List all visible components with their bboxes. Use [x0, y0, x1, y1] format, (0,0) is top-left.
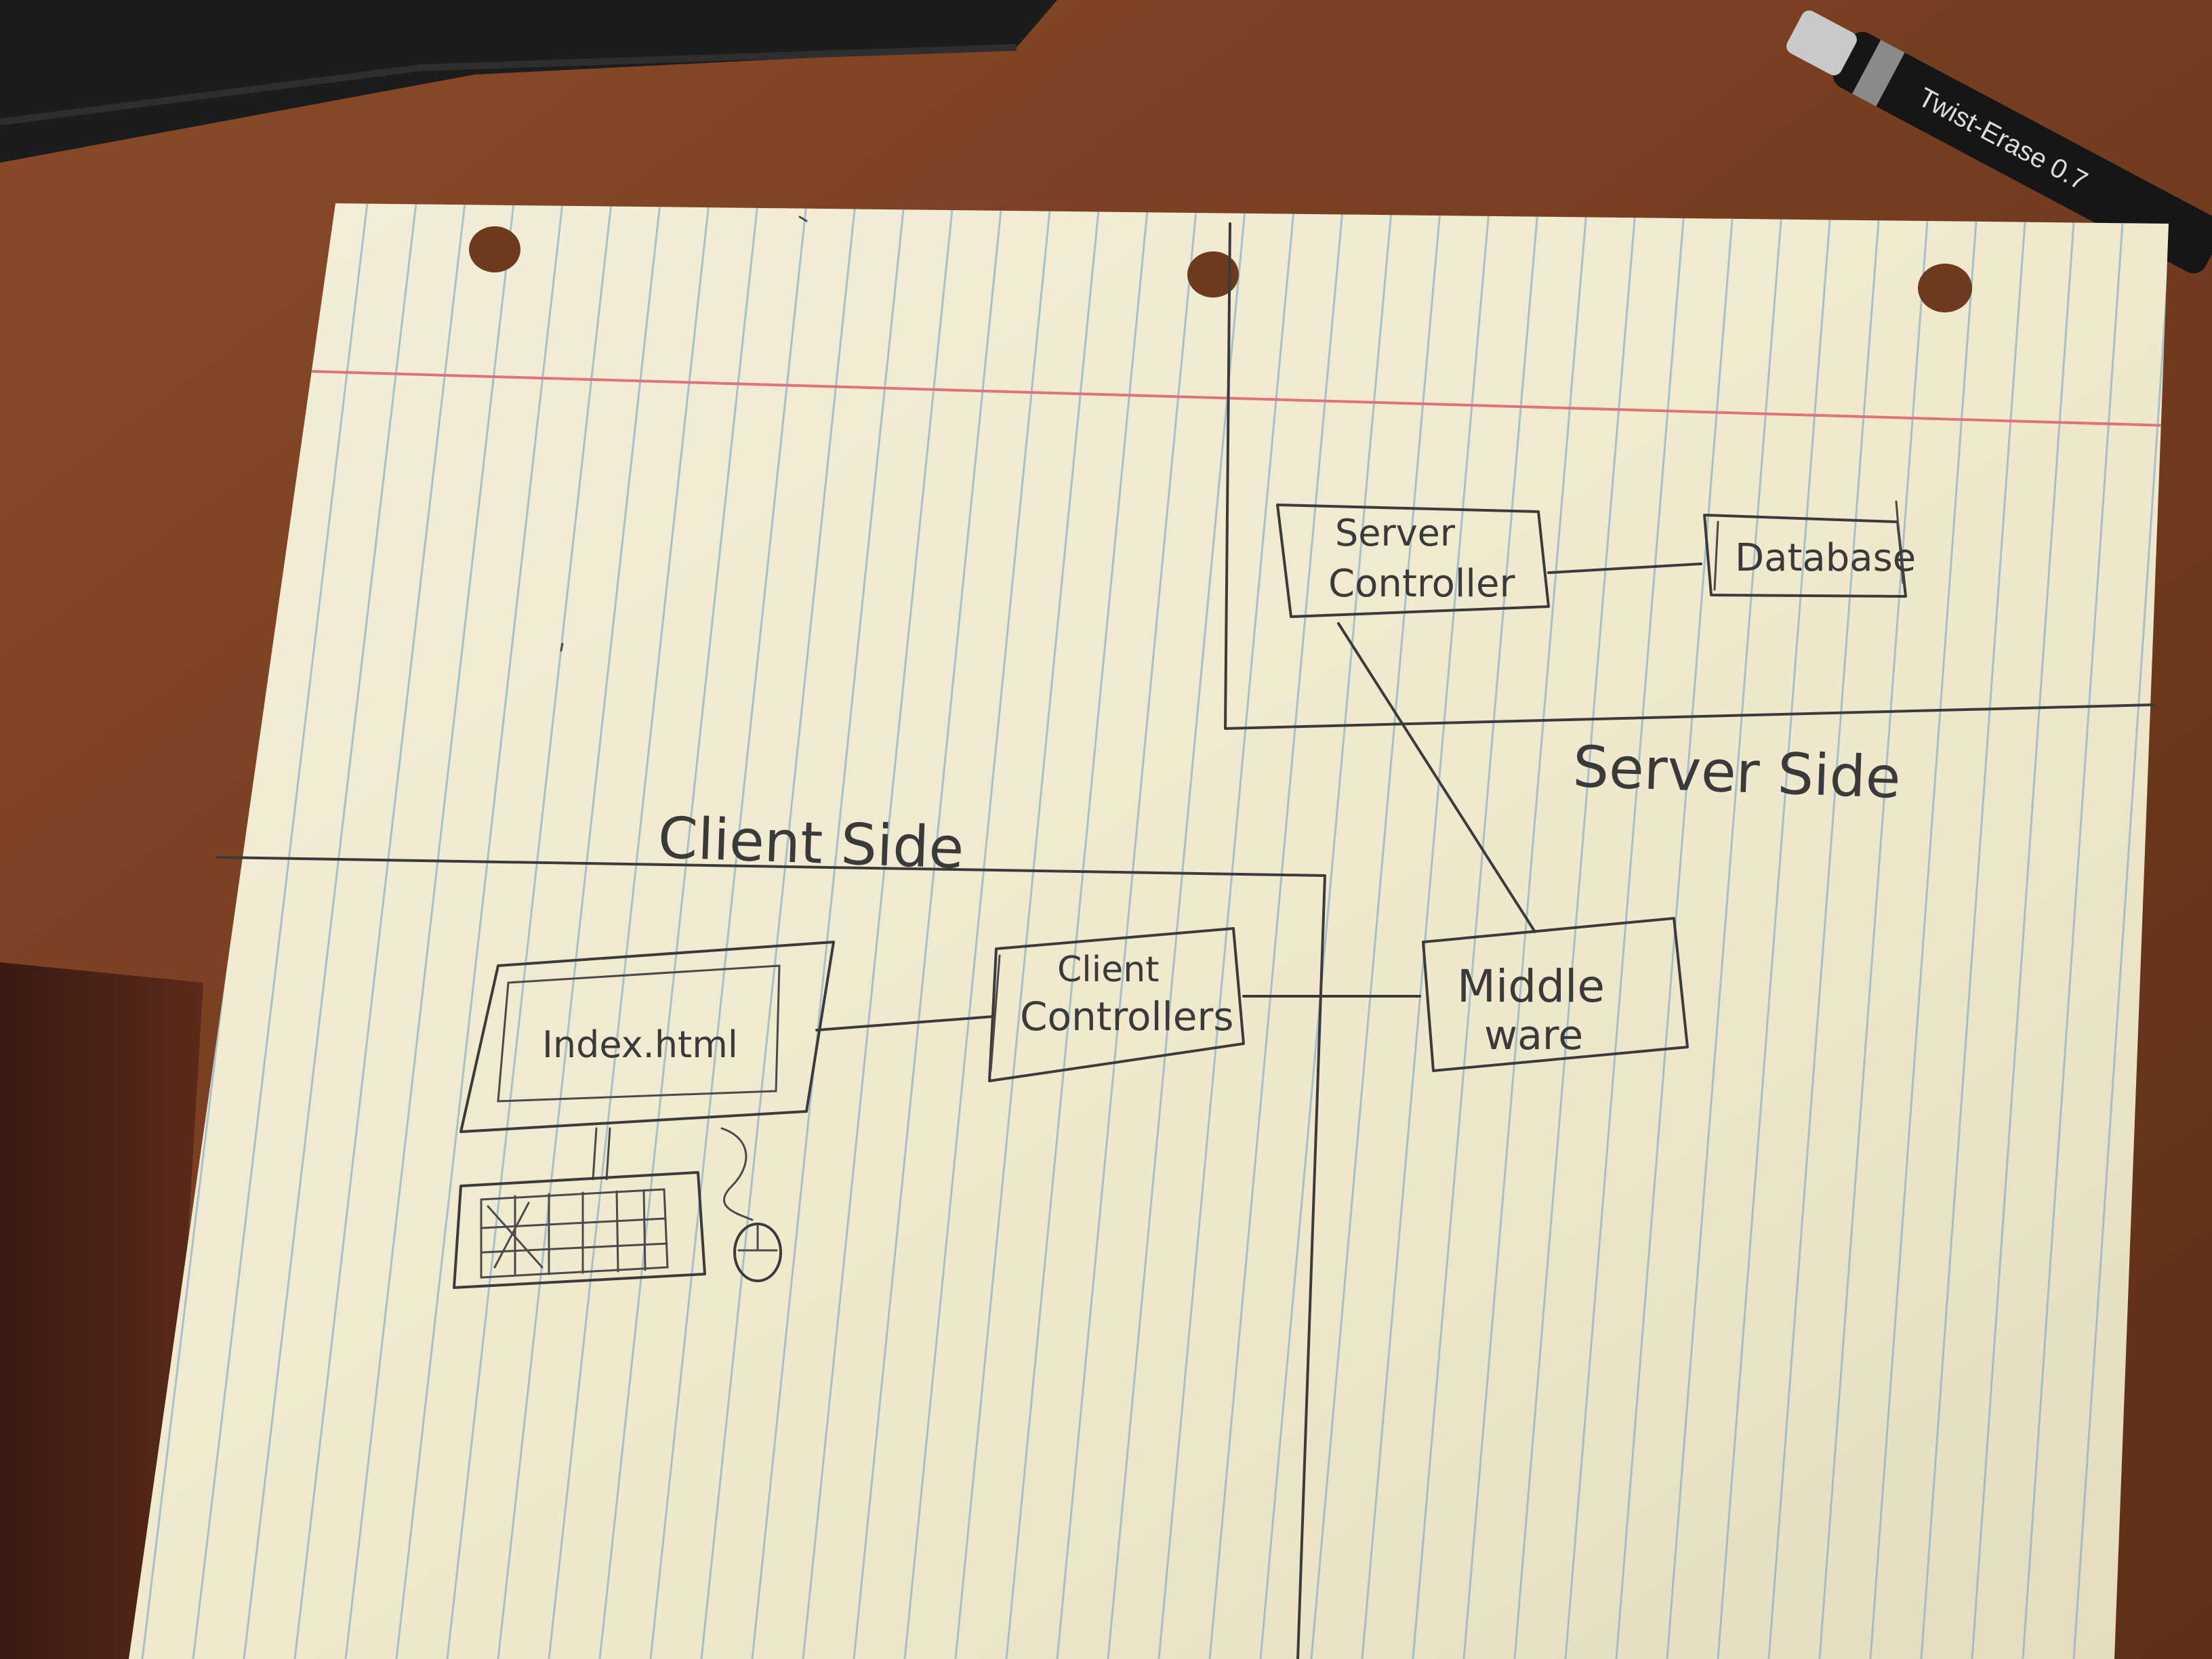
- ruled-line: [1818, 203, 1930, 1659]
- ruled-line: [954, 203, 1101, 1659]
- middleware-label-line2: ware: [1484, 1012, 1583, 1059]
- client-region-boundary: [216, 856, 1326, 1659]
- stray-mark: [560, 642, 564, 652]
- wood-trim: [0, 962, 203, 1659]
- server-controller-node: Server Controller: [1276, 504, 1550, 618]
- server-controller-label-line1: Server: [1335, 512, 1456, 554]
- client-controllers-label-line2: Controllers: [1020, 994, 1234, 1040]
- ruled-line: [598, 203, 759, 1659]
- ruled-line: [1717, 203, 1832, 1659]
- ruled-line: [2072, 203, 2169, 1659]
- client-region-label: Client Side: [657, 804, 965, 882]
- middleware-node: Middle ware: [1422, 917, 1689, 1072]
- ruled-line: [903, 203, 1052, 1659]
- ruled-line: [1412, 203, 1540, 1659]
- server-controller-label-line2: Controller: [1328, 562, 1515, 606]
- ruled-line: [344, 203, 515, 1659]
- database-node: Database: [1703, 500, 1916, 598]
- ruled-line: [192, 203, 369, 1659]
- ruled-line: [2022, 203, 2125, 1659]
- diagram: Server Side Client Side Server Controlle…: [216, 216, 2155, 1659]
- ruled-line: [243, 203, 417, 1659]
- ruled-line: [1310, 203, 1442, 1659]
- client-controllers-label-line1: Client: [1057, 949, 1160, 990]
- ruled-line: [548, 203, 710, 1659]
- ruled-line: [1767, 203, 1881, 1659]
- ruled-line: [1259, 203, 1393, 1659]
- binder-hole-3: [1918, 264, 1972, 312]
- ruled-line: [293, 203, 466, 1659]
- server-region-boundary: [1224, 222, 2155, 730]
- ruled-line: [649, 203, 808, 1659]
- ruled-line: [1666, 203, 1784, 1659]
- index-html-label: Index.html: [542, 1023, 738, 1066]
- index-html-node: Index.html: [459, 941, 835, 1181]
- ruled-line: [751, 203, 905, 1659]
- edge-index-client-controllers: [815, 1015, 994, 1031]
- ruled-line: [1564, 203, 1686, 1659]
- ruled-line: [1208, 203, 1345, 1659]
- laptop-edge: [0, 0, 1057, 163]
- ruled-line: [1513, 203, 1637, 1659]
- ruled-line: [1107, 203, 1247, 1659]
- ruled-line: [700, 203, 857, 1659]
- ruled-line: [1005, 203, 1149, 1659]
- ruled-line: [446, 203, 613, 1659]
- middleware-label-line1: Middle: [1457, 960, 1605, 1012]
- margin-line: [311, 370, 2169, 427]
- ruled-line: [1920, 203, 2028, 1659]
- edge-server-controller-database: [1547, 562, 1702, 574]
- notebook-paper: [129, 203, 2169, 1659]
- ruled-line: [802, 203, 954, 1659]
- database-label: Database: [1735, 536, 1916, 580]
- ruled-line: [497, 203, 661, 1659]
- ruled-line: [1158, 203, 1296, 1659]
- ruled-line: [853, 203, 1003, 1659]
- mouse-icon: [720, 1127, 782, 1282]
- ruled-line: [395, 203, 564, 1659]
- binder-hole-2: [1187, 251, 1239, 298]
- edge-middleware-server-controller: [1337, 622, 1536, 933]
- stray-mark: [798, 216, 808, 222]
- ruled-line: [1869, 203, 1979, 1659]
- binder-hole-1: [469, 226, 520, 272]
- server-region-label: Server Side: [1572, 733, 1902, 811]
- ruled-line: [1361, 203, 1491, 1659]
- keyboard-icon: [453, 1171, 706, 1289]
- client-controllers-node: Client Controllers: [988, 927, 1245, 1082]
- ruled-line: [1971, 203, 2076, 1659]
- ruled-line: [1056, 203, 1198, 1659]
